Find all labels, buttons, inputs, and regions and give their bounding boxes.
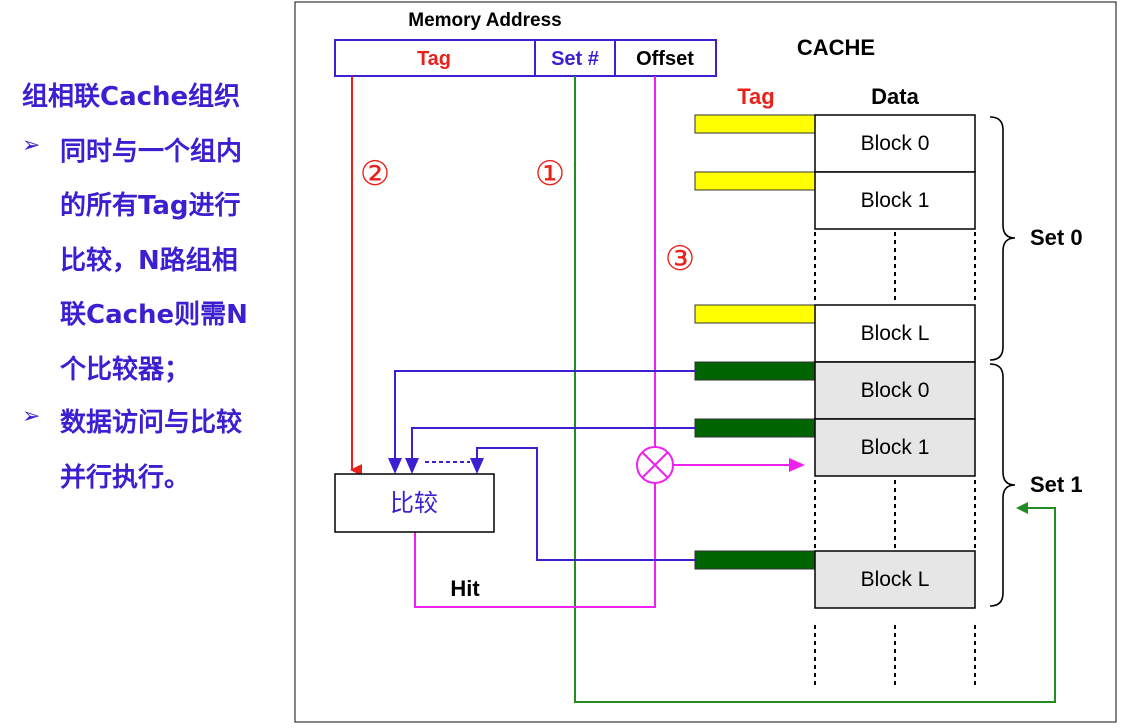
bullet1-line: 同时与一个组内 [60,137,243,167]
bullet-marker: ➢ [22,404,41,429]
data-output-arrowhead [789,458,805,472]
set1-block-1 [814,418,976,477]
address-offset-label: Offset [636,48,694,70]
set-path-line [574,76,1056,703]
left-panel: 组相联Cache组织 ➢ 同时与一个组内 的所有Tag进行 比较，N路组相 联C… [0,0,290,728]
set-path-arrowhead [1016,502,1028,514]
diagram-frame [294,1,1117,723]
set0-brace [989,116,1016,361]
set1-tag-l [694,550,816,570]
set0-label: Set 0 [1030,225,1083,250]
set0-block-1-label: Block 1 [861,189,930,212]
bullet2-line: 数据访问与比较 [60,408,243,438]
panel-title: 组相联Cache组织 [22,82,241,112]
set0-block-0-label: Block 0 [861,132,930,155]
set0-tag-l [694,304,816,324]
bullet1-line: 联Cache则需N [60,300,248,330]
multiplexer-cross [641,451,669,479]
compare-arrowhead [470,458,484,474]
compare-line-block0 [394,370,695,460]
set1-block-l-label: Block L [861,568,930,591]
set0-tag-1 [694,171,816,191]
bullet1-line: 比较，N路组相 [60,246,238,276]
step-2-marker: ② [360,155,390,193]
comparator-box [334,473,495,533]
set1-brace [989,363,1016,607]
address-offset-field [614,39,717,77]
memory-address-caption: Memory Address [408,10,561,31]
hit-label: Hit [450,576,480,601]
compare-arrowhead [388,458,402,474]
set0-block-1 [814,171,976,230]
bullet1-line: 个比较器； [60,355,191,385]
compare-line-blockl [476,447,695,561]
set1-block-1-label: Block 1 [861,436,930,459]
set1-block-0 [814,361,976,420]
bullet2-line: 并行执行。 [60,463,191,493]
address-tag-field [334,39,536,77]
cache-title: CACHE [797,35,875,60]
address-set-label: Set # [551,48,599,70]
set0-block-l [814,304,976,363]
set1-tag-0 [694,361,816,381]
address-tag-label: Tag [417,48,451,70]
bullet-marker: ➢ [22,133,41,158]
hit-path-line [414,483,656,608]
comparator-label: 比较 [390,490,438,517]
compare-line-block1 [411,427,695,460]
bullet1-line: 的所有Tag进行 [60,191,241,221]
cache-tag-header: Tag [737,84,774,109]
cache-data-header: Data [871,84,919,109]
set0-block-l-label: Block L [861,322,930,345]
set1-block-0-label: Block 0 [861,379,930,402]
set1-label: Set 1 [1030,472,1083,497]
compare-arrowhead [405,458,419,474]
set1-block-l [814,550,976,609]
step-3-marker: ③ [665,240,695,278]
step-1-marker: ① [535,155,565,193]
set1-tag-1 [694,418,816,438]
set0-tag-0 [694,114,816,134]
